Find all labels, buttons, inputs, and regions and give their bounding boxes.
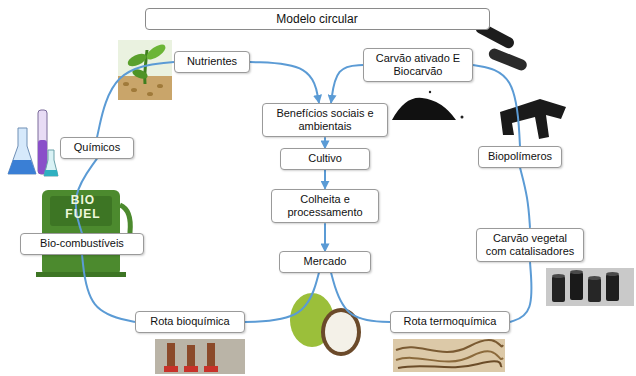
box-label: Bio-combustíveis (26, 237, 138, 250)
pellet-picture-part (546, 268, 634, 306)
process-box: Carvão ativado E Biocarvão (363, 48, 473, 82)
charcoal-powder-picture-part (392, 98, 456, 120)
coconut-picture-part (325, 312, 357, 352)
box-label: Rota termoquímica (396, 315, 504, 328)
charcoal-powder-picture-part (429, 91, 431, 93)
biopolymer-picture (500, 99, 566, 139)
pellet-picture-part (552, 276, 565, 302)
bioreactor-picture-part (184, 366, 198, 372)
process-box: Rota termoquímica (390, 311, 510, 332)
box-label: Benefícios sociais e ambientais (268, 107, 382, 133)
flask-picture (8, 110, 58, 176)
flask-picture-part (44, 150, 58, 176)
flow-connector (331, 273, 390, 322)
plant-picture (118, 40, 172, 100)
box-label: Rota bioquímica (141, 315, 239, 328)
process-box: Rota bioquímica (135, 311, 245, 332)
flow-connector (473, 65, 520, 146)
box-label: Cultivo (286, 152, 364, 165)
box-label: Nutrientes (180, 55, 244, 68)
pellet-picture-part (588, 276, 601, 280)
box-label: Colheita e processamento (277, 193, 373, 219)
flow-connector (97, 62, 174, 137)
flow-connector (82, 255, 135, 322)
charcoal-powder-picture (383, 91, 464, 120)
picture-text: BIO (71, 194, 95, 206)
picture-text: FUEL (65, 208, 100, 220)
box-label: Biopolímeros (484, 150, 556, 163)
process-box: Colheita e processamento (271, 189, 379, 223)
flow-connector (331, 65, 363, 103)
bio-fuel-picture-part (36, 272, 126, 277)
pellet-picture-part (606, 272, 619, 276)
process-box: Benefícios sociais e ambientais (262, 103, 388, 137)
pellet-picture-part (588, 278, 601, 302)
plant-picture-part (118, 40, 172, 100)
flow-connector (324, 137, 326, 148)
pellet-picture-part (552, 274, 565, 278)
fiber-picture (393, 339, 505, 372)
pellet-picture-part (570, 270, 583, 274)
flow-connector (510, 262, 532, 322)
bioreactor-picture (155, 339, 245, 374)
pellet-picture-part (606, 274, 619, 301)
title-box: Modelo circular (145, 8, 490, 30)
fiber-picture-part (396, 351, 503, 361)
process-box: Mercado (279, 251, 371, 272)
flow-connector (520, 168, 530, 228)
box-label: Carvão ativado E Biocarvão (369, 52, 467, 78)
process-box: Químicos (60, 137, 134, 158)
flow-connector (245, 273, 319, 322)
bioreactor-picture-part (164, 366, 178, 372)
process-box: Carvão vegetal com catalisadores (476, 228, 584, 262)
box-label: Carvão vegetal com catalisadores (482, 232, 578, 258)
fiber-picture-part (393, 339, 505, 372)
fiber-picture-part (398, 361, 502, 368)
charcoal-powder-picture-part (461, 116, 464, 119)
process-box: Bio-combustíveis (20, 233, 144, 254)
box-label: Mercado (285, 255, 365, 268)
flask-picture-part (38, 110, 47, 174)
fiber-picture-part (396, 340, 503, 352)
plant-picture-part (131, 88, 137, 92)
flask-picture-part (8, 160, 36, 174)
plant-picture-part (144, 42, 168, 63)
plant-picture-part (123, 82, 129, 86)
biopolymer-picture-part (500, 99, 566, 139)
process-box: Biopolímeros (478, 146, 562, 167)
box-label: Químicos (66, 141, 128, 154)
bioreactor-picture-part (204, 366, 218, 372)
plant-picture-part (147, 92, 153, 96)
flask-picture-part (8, 128, 36, 174)
flow-connector (324, 223, 326, 251)
flow-connector (250, 62, 319, 103)
flask-picture-part (44, 170, 58, 176)
flow-connector (324, 170, 326, 189)
coconut-picture (290, 293, 361, 356)
pellet-picture (546, 268, 634, 306)
process-box: Nutrientes (174, 51, 250, 72)
plant-picture-part (157, 84, 163, 88)
pellet-picture-part (570, 272, 583, 300)
bioreactor-picture-part (155, 339, 245, 374)
title-text: Modelo circular (152, 12, 483, 26)
process-box: Cultivo (280, 148, 370, 169)
capsule-picture-part (487, 47, 528, 72)
